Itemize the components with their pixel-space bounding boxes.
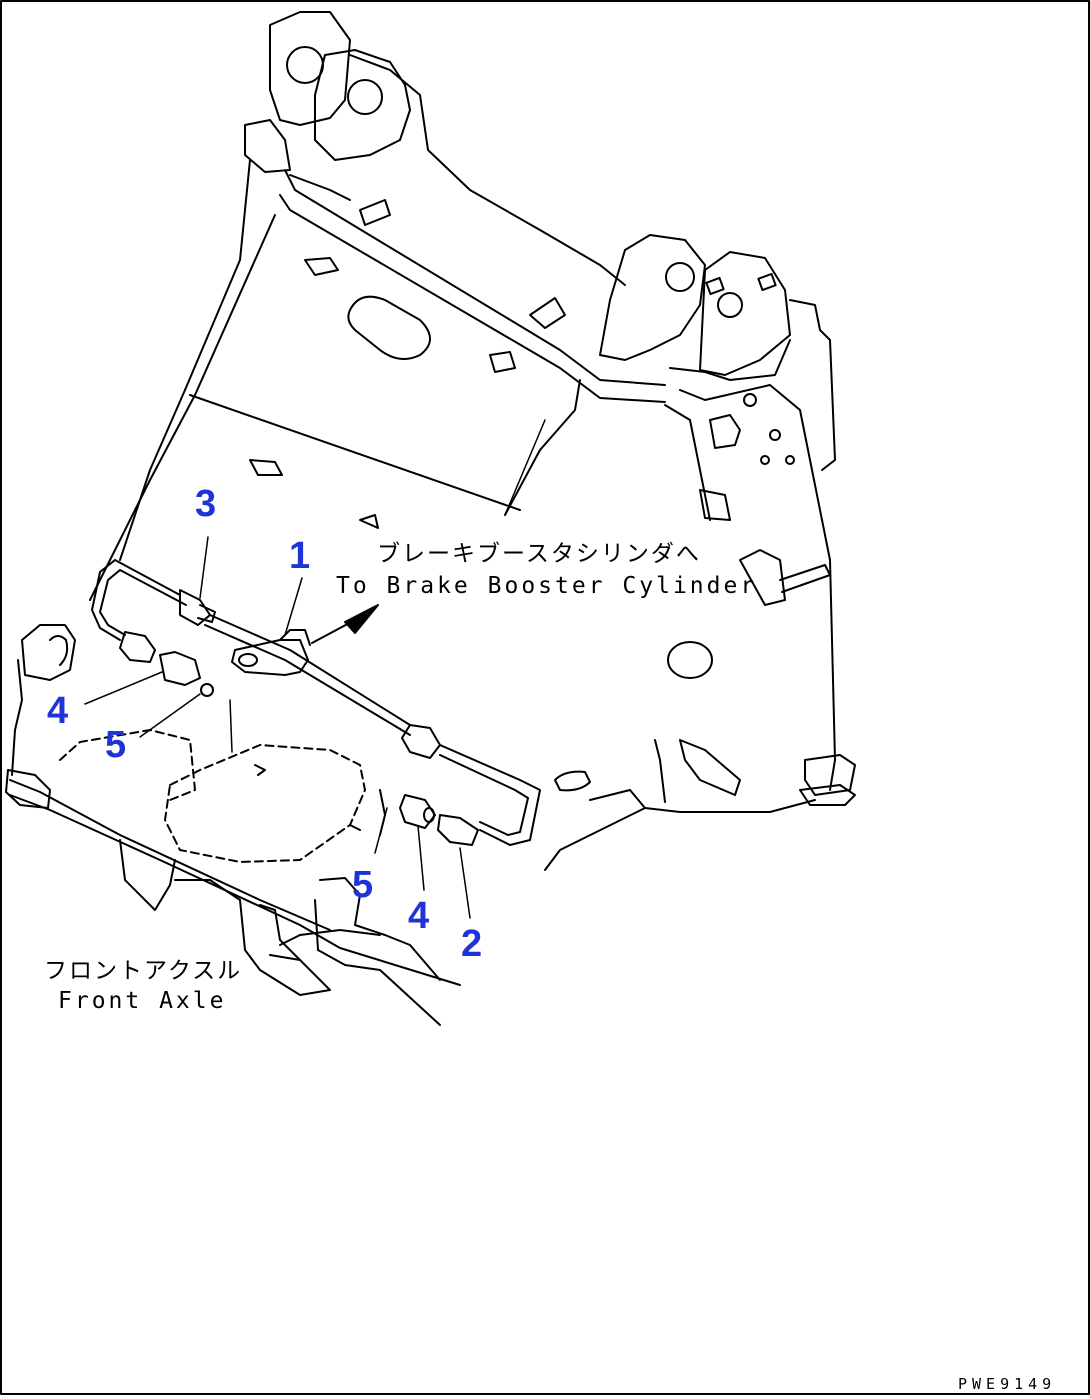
drawing-code: PWE9149 (958, 1375, 1057, 1393)
leader-lines (84, 419, 546, 919)
note-brake-booster-jp: ブレーキブースタシリンダへ (377, 541, 701, 567)
callout-4-right: 4 (408, 895, 430, 937)
callout-4-left: 4 (47, 690, 69, 732)
callout-3: 3 (195, 483, 217, 525)
callout-5-right: 5 (352, 864, 374, 906)
front-hinge-bosses (599, 234, 791, 381)
direction-arrow (311, 604, 379, 644)
note-brake-booster-en: To Brake Booster Cylinder (336, 573, 758, 599)
panel-details (249, 199, 856, 806)
brake-tube-assembly (91, 559, 541, 846)
note-front-axle-jp: フロントアクスル (44, 958, 243, 984)
callout-5-left: 5 (105, 724, 127, 766)
front-axle (59, 729, 441, 1026)
rear-hinge-bosses (244, 11, 411, 201)
note-front-axle-en: Front Axle (58, 988, 227, 1014)
callout-1: 1 (289, 535, 311, 577)
callout-2: 2 (461, 923, 483, 965)
left-bracket (5, 624, 76, 809)
vehicle-frame (9, 54, 836, 986)
